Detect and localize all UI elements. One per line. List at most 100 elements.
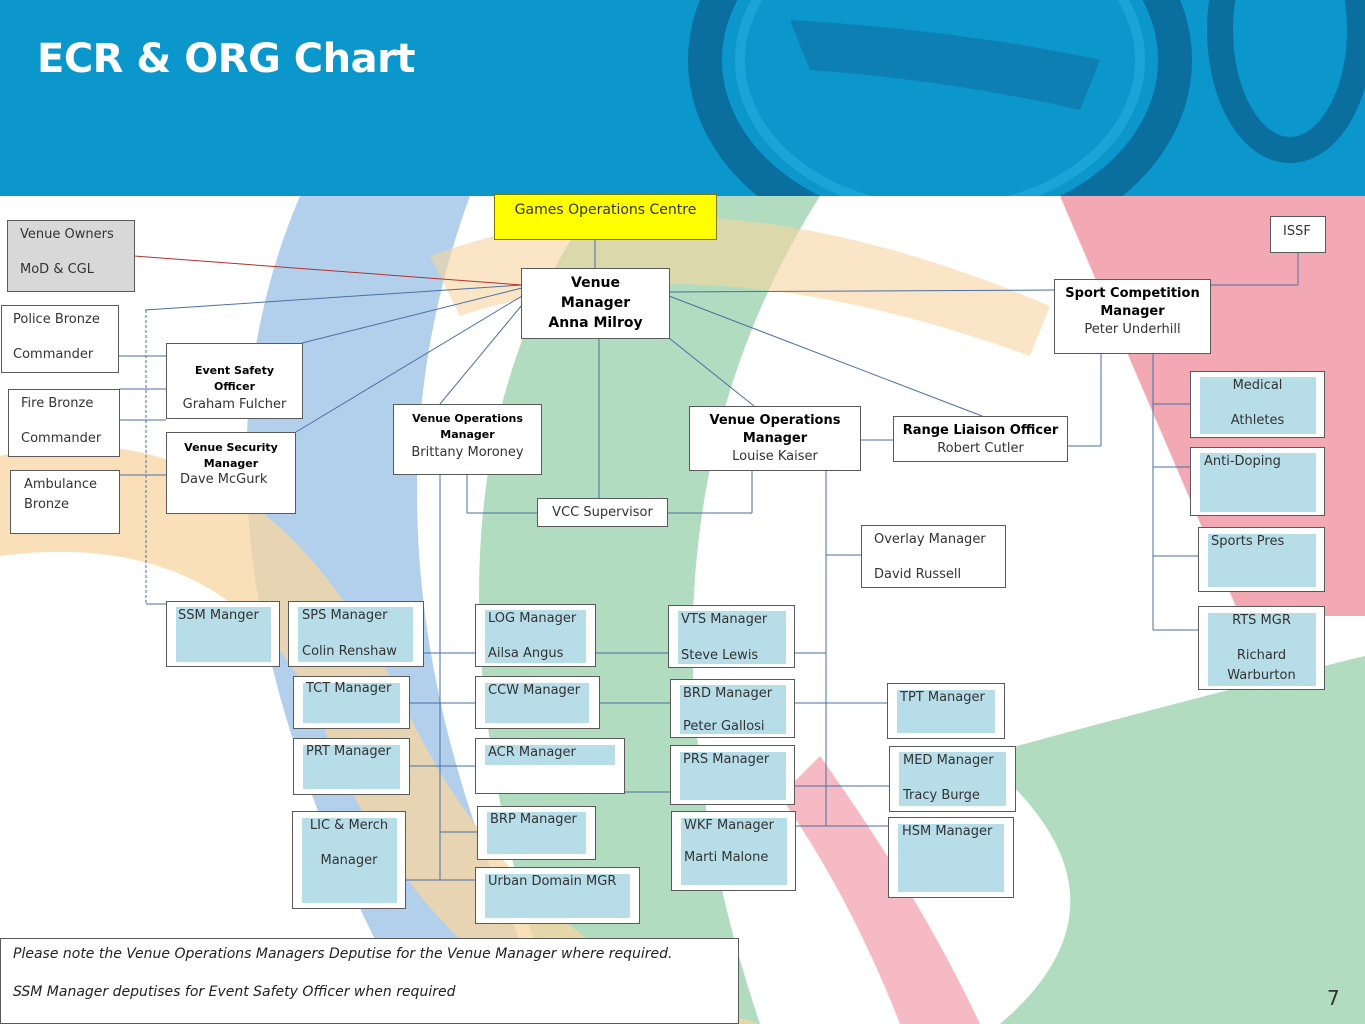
box-label: Venue Operations <box>412 412 523 425</box>
issf-box: ISSF <box>1270 216 1326 253</box>
acr-manager-box: ACR Manager <box>475 738 625 794</box>
box-label: Robert Cutler <box>937 441 1024 456</box>
box-label: Marti Malone <box>684 850 769 865</box>
lic-merch-manager-box: LIC & Merch Manager <box>292 811 406 909</box>
box-label: CCW Manager <box>488 683 581 698</box>
box-label: Manager <box>320 853 378 868</box>
logo-swirl-icon <box>688 0 1365 196</box>
box-label: BRD Manager <box>683 686 773 701</box>
box-label: Officer <box>213 380 256 393</box>
box-label: LIC & Merch <box>309 818 389 833</box>
header-banner: ECR & ORG Chart <box>0 0 1365 196</box>
box-label: Richard <box>1236 648 1287 663</box>
note-line: Please note the Venue Operations Manager… <box>13 946 673 962</box>
box-label: Urban Domain MGR <box>488 874 617 889</box>
venue-manager-box: Venue Manager Anna Milroy <box>521 268 670 339</box>
box-label: Colin Renshaw <box>302 644 397 659</box>
box-label: BRP Manager <box>490 812 577 827</box>
box-label: Warburton <box>1227 668 1296 683</box>
prs-manager-box: PRS Manager <box>670 745 795 805</box>
note-line: SSM Manager deputises for Event Safety O… <box>13 984 456 1000</box>
box-label: Sports Pres <box>1211 534 1285 549</box>
box-label: SSM Manger <box>178 608 259 623</box>
box-label: HSM Manager <box>902 824 993 839</box>
box-label: ISSF <box>1283 224 1311 239</box>
box-label: Medical <box>1232 378 1283 393</box>
box-label: Manager <box>560 295 631 311</box>
event-safety-officer-box: Event Safety Officer Graham Fulcher <box>166 343 303 419</box>
box-label: Anti-Doping <box>1204 454 1281 469</box>
box-label: David Russell <box>874 567 962 582</box>
box-label: SPS Manager <box>302 608 388 623</box>
box-label: Sport Competition <box>1065 286 1200 301</box>
ssm-manager-box: SSM Manger <box>166 601 280 667</box>
box-label: PRT Manager <box>306 744 391 759</box>
box-label: Manager <box>203 457 259 470</box>
box-label: WKF Manager <box>684 818 774 833</box>
ccw-manager-box: CCW Manager <box>475 676 600 729</box>
box-label: Commander <box>21 431 102 446</box>
box-label: Peter Underhill <box>1084 322 1181 337</box>
anti-doping-box: Anti-Doping <box>1190 447 1325 516</box>
box-label: Tracy Burge <box>903 788 980 803</box>
log-manager-box: LOG Manager Ailsa Angus <box>475 604 596 667</box>
box-label: Commander <box>13 347 94 362</box>
notes-box: Please note the Venue Operations Manager… <box>0 938 739 1024</box>
tpt-manager-box: TPT Manager <box>887 683 1005 739</box>
police-bronze-commander-box: Police Bronze Commander <box>1 305 119 373</box>
med-manager-box: MED Manager Tracy Burge <box>889 746 1016 812</box>
box-label: TCT Manager <box>306 681 392 696</box>
tct-manager-box: TCT Manager <box>293 676 410 729</box>
box-label: Anna Milroy <box>548 315 643 331</box>
venue-operations-manager-louise-box: Venue Operations Manager Louise Kaiser <box>689 406 861 471</box>
box-label: VTS Manager <box>681 612 768 627</box>
vts-manager-box: VTS Manager Steve Lewis <box>668 605 795 668</box>
medical-athletes-box: Medical Athletes <box>1190 371 1325 438</box>
brp-manager-box: BRP Manager <box>477 806 596 860</box>
box-label: Ambulance <box>24 477 98 492</box>
rts-manager-box: RTS MGR Richard Warburton <box>1198 606 1325 690</box>
box-label: MoD & CGL <box>20 262 94 277</box>
sports-pres-box: Sports Pres <box>1198 527 1325 592</box>
ambulance-bronze-box: Ambulance Bronze <box>10 470 120 534</box>
page-title: ECR & ORG Chart <box>37 36 415 82</box>
games-operations-centre-box: Games Operations Centre <box>494 194 717 240</box>
box-label: Police Bronze <box>13 312 100 327</box>
overlay-manager-box: Overlay Manager David Russell <box>861 525 1006 588</box>
box-label: Fire Bronze <box>21 396 94 411</box>
box-label: RTS MGR <box>1232 613 1291 628</box>
vcc-supervisor-box: VCC Supervisor <box>537 498 668 527</box>
urban-domain-manager-box: Urban Domain MGR <box>475 867 640 924</box>
prt-manager-box: PRT Manager <box>293 738 410 795</box>
box-label: Venue Security <box>184 441 278 454</box>
box-label: Venue Operations <box>709 413 841 428</box>
box-label: Manager <box>742 431 808 446</box>
box-label: Manager <box>1100 304 1165 319</box>
box-label: LOG Manager <box>488 611 577 626</box>
venue-security-manager-box: Venue Security Manager Dave McGurk <box>166 432 296 514</box>
box-label: Steve Lewis <box>681 648 759 663</box>
box-label: Athletes <box>1230 413 1285 428</box>
brd-manager-box: BRD Manager Peter Gallosi <box>670 679 795 738</box>
box-label: Venue <box>571 275 620 291</box>
box-label: TPT Manager <box>900 690 985 705</box>
sps-manager-box: SPS Manager Colin Renshaw <box>288 601 424 667</box>
box-label: Brittany Moroney <box>411 445 524 460</box>
box-label: Manager <box>440 428 495 441</box>
wkf-manager-box: WKF Manager Marti Malone <box>671 811 796 891</box>
venue-operations-manager-brittany-box: Venue Operations Manager Brittany Morone… <box>393 404 542 475</box>
box-label: MED Manager <box>903 753 994 768</box>
box-label: Bronze <box>24 497 69 512</box>
box-label: Ailsa Angus <box>488 646 564 661</box>
box-label: Games Operations Centre <box>514 202 697 218</box>
page-number: 7 <box>1327 986 1340 1010</box>
box-label: Event Safety <box>194 364 275 377</box>
box-label: Peter Gallosi <box>683 719 765 734</box>
box-label: Graham Fulcher <box>182 397 287 412</box>
box-label: Dave McGurk <box>180 472 268 487</box>
box-label: ACR Manager <box>488 745 576 760</box>
box-label: Range Liaison Officer <box>902 423 1059 438</box>
venue-owners-box: Venue Owners MoD & CGL <box>7 220 135 292</box>
box-label: Louise Kaiser <box>732 449 818 464</box>
hsm-manager-box: HSM Manager <box>888 817 1014 898</box>
